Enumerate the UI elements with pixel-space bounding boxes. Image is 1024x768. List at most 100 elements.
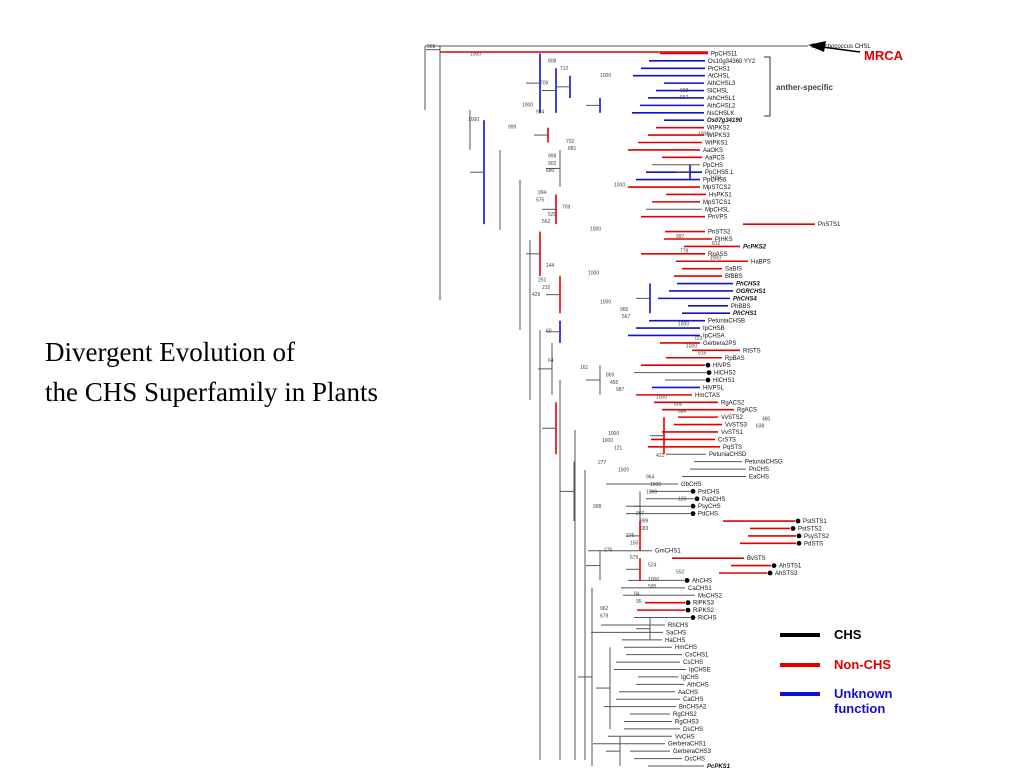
leaf-label: PetuniaCHSB bbox=[708, 319, 745, 325]
leaf-label: Os07g34190 bbox=[707, 118, 743, 124]
marker-dot bbox=[706, 370, 712, 375]
bootstrap-value: 524 bbox=[648, 562, 657, 568]
leaf-label: PnSTS2 bbox=[708, 230, 731, 236]
bootstrap-value: 812 bbox=[712, 241, 721, 247]
leaf-label: HsPKS1 bbox=[709, 192, 732, 198]
legend-label-unknown-line: Unknown bbox=[834, 686, 893, 701]
bootstrap-value: 1000 bbox=[470, 51, 481, 57]
marker-dot bbox=[685, 607, 691, 613]
leaf-label: PnVPS bbox=[708, 215, 727, 221]
bootstrap-value: 64 bbox=[548, 358, 554, 364]
marker-dot bbox=[684, 578, 690, 583]
bootstrap-value: 997 bbox=[680, 95, 689, 101]
leaf-label: CaCHS1 bbox=[688, 586, 712, 592]
bootstrap-value: 1000 bbox=[648, 577, 659, 583]
leaf-label: CsCHS1 bbox=[685, 653, 709, 659]
leaf-label: VvSTS3 bbox=[725, 423, 748, 429]
leaf-label: AhSTS1 bbox=[779, 564, 802, 570]
leaf-label: PhCHS1 bbox=[733, 311, 757, 317]
leaf-label: PcPKS1 bbox=[707, 764, 731, 768]
bootstrap-value: 808 bbox=[548, 59, 557, 65]
bootstrap-value: 480 bbox=[762, 416, 771, 422]
leaf-label: PnCHS bbox=[749, 467, 769, 473]
bootstrap-value: 562 bbox=[542, 219, 551, 225]
leaf-label: DcCHS bbox=[685, 757, 705, 763]
bootstrap-value: 575 bbox=[536, 197, 545, 203]
bootstrap-value: 998 bbox=[593, 504, 602, 510]
bootstrap-value: 965 bbox=[620, 307, 629, 313]
tree-branches bbox=[424, 45, 815, 767]
leaf-label: PrCHS1 bbox=[708, 66, 731, 72]
leaf-label: AhSTS3 bbox=[775, 571, 798, 577]
bracket-line bbox=[764, 56, 771, 117]
leaf-label: HmCTAS bbox=[695, 393, 720, 399]
leaf-label: WtPKS1 bbox=[705, 140, 728, 146]
bootstrap-value: 606 bbox=[674, 402, 683, 408]
leaf-label: RiPKS2 bbox=[693, 608, 715, 614]
bootstrap-value: 1000 bbox=[590, 227, 601, 233]
bootstrap-value: 998 bbox=[680, 88, 689, 94]
leaf-label: GerberaCHS1 bbox=[668, 742, 707, 748]
leaf-label: CsCHS bbox=[683, 660, 703, 666]
leaf-label: Gerbera2PS bbox=[703, 341, 736, 347]
bootstrap-value: 276 bbox=[626, 533, 635, 539]
leaf-label: PcPKS2 bbox=[743, 244, 767, 250]
leaf-label: HlVPS bbox=[713, 363, 731, 369]
leaf-label: RhCHS bbox=[668, 623, 688, 629]
marker-dot bbox=[690, 503, 696, 509]
leaf-label: MpSTCS2 bbox=[703, 185, 731, 191]
leaf-label: VvCHS bbox=[675, 734, 695, 740]
bootstrap-value: 421 bbox=[656, 453, 665, 459]
leaf-label: AthCHSL1 bbox=[707, 96, 736, 102]
leaf-label: PpCHS5.1 bbox=[705, 170, 734, 176]
title-line-1: Divergent Evolution of bbox=[45, 337, 295, 367]
leaf-label: BvSTS bbox=[747, 556, 766, 562]
bootstrap-value: 679 bbox=[600, 613, 609, 619]
leaf-label: OGRCHS1 bbox=[736, 289, 766, 295]
leaf-label: PsyCHS bbox=[698, 504, 721, 510]
leaf-label: AthCHSL3 bbox=[707, 81, 736, 87]
bootstrap-value: 1000 bbox=[650, 482, 661, 488]
leaf-label: VvSTS1 bbox=[721, 430, 744, 436]
legend-swatch-unknown bbox=[780, 692, 820, 696]
leaf-label: RgCHS3 bbox=[675, 719, 699, 725]
bootstrap-value: 1000 bbox=[698, 132, 709, 138]
bootstrap-value: 778 bbox=[680, 248, 689, 254]
bootstrap-value: 1000 bbox=[600, 300, 611, 306]
leaf-label: PdSTS bbox=[804, 541, 823, 547]
leaf-label: RiCHS bbox=[698, 616, 716, 622]
bootstrap-value: 709 bbox=[540, 81, 549, 87]
marker-dot bbox=[767, 570, 773, 576]
leaf-label: AtCHSL bbox=[708, 74, 730, 80]
bootstrap-value: 702 bbox=[566, 139, 575, 145]
bootstrap-value: 144 bbox=[546, 263, 555, 269]
title-line-2: the CHS Superfamily in Plants bbox=[45, 377, 378, 407]
leaf-label: HlCHS1 bbox=[713, 378, 735, 384]
leaf-label: HmCHS bbox=[675, 645, 697, 651]
bootstrap-value: 95 bbox=[636, 599, 642, 605]
leaf-label: HaBPS bbox=[751, 259, 771, 265]
leaf-label: HaCHS bbox=[665, 638, 685, 644]
leaf-label: BfBBS bbox=[725, 274, 743, 280]
leaf-label: GbCHS bbox=[681, 482, 702, 488]
leaf-label: AaOKS bbox=[703, 148, 723, 154]
leaf-label: IpCHSA bbox=[703, 333, 725, 339]
marker-dot bbox=[705, 377, 711, 383]
bootstrap-value: 869 bbox=[606, 373, 615, 379]
bootstrap-value: 1000 bbox=[600, 73, 611, 79]
bootstrap-value: 1000 bbox=[608, 431, 619, 437]
leaf-label: RgACS bbox=[737, 408, 757, 414]
bootstrap-value: 987 bbox=[616, 387, 625, 393]
leaf-label: Os10g34360 YY2 bbox=[708, 59, 756, 65]
leaf-label: AthCHSL2 bbox=[707, 103, 736, 109]
bootstrap-value: 1000 bbox=[686, 343, 697, 349]
leaf-label: GerberaCHS3 bbox=[673, 749, 712, 755]
legend-label-chs: CHS bbox=[834, 627, 862, 642]
bootstrap-value: 1000 bbox=[656, 394, 667, 400]
bootstrap-value: 552 bbox=[676, 570, 685, 576]
bootstrap-value: 455 bbox=[610, 380, 619, 386]
mrca-arrow-line bbox=[821, 46, 861, 53]
leaf-label: RpBAS bbox=[725, 356, 745, 362]
